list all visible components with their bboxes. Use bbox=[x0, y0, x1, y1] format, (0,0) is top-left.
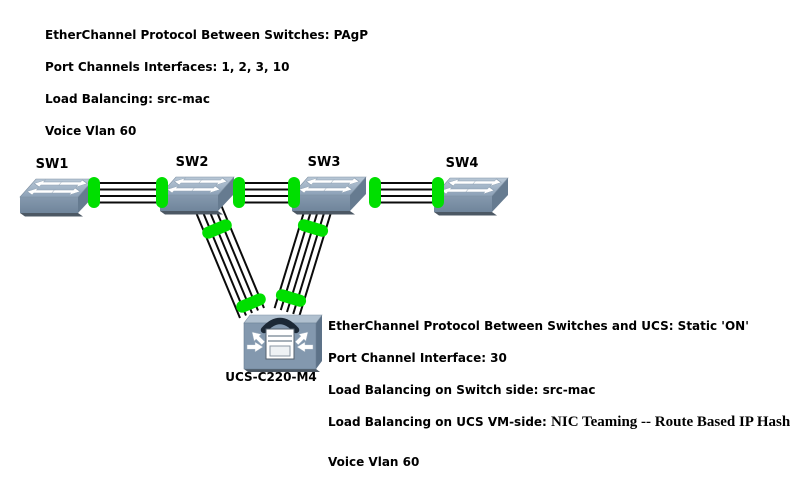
link-bundle-sw2-ucs bbox=[194, 199, 265, 319]
etherchannel-pill-icon bbox=[236, 293, 266, 313]
note-port-channel-interface: Port Channel Interface: 30 bbox=[328, 351, 507, 365]
note-etherchannel-protocol-switches: EtherChannel Protocol Between Switches: … bbox=[45, 28, 369, 42]
note-load-balancing-vm-side: Load Balancing on UCS VM-side: NIC Teami… bbox=[328, 406, 790, 438]
etherchannel-pill-icon bbox=[288, 177, 300, 208]
etherchannel-pill-icon bbox=[275, 289, 307, 307]
etherchannel-pill-icon bbox=[432, 177, 444, 208]
label-sw4: SW4 bbox=[445, 156, 479, 171]
note-load-balancing: Load Balancing: src-mac bbox=[45, 92, 210, 106]
handset-glyph bbox=[260, 317, 300, 334]
switch-icon-sw4 bbox=[433, 177, 509, 216]
top-notes: EtherChannel Protocol Between Switches: … bbox=[45, 19, 368, 147]
etherchannel-pill-icon bbox=[88, 177, 100, 208]
link-bundle-sw1-sw2 bbox=[90, 182, 166, 204]
note-vm-side-value: NIC Teaming -- Route Based IP Hash bbox=[551, 414, 791, 430]
etherchannel-pill-icon bbox=[369, 177, 381, 208]
etherchannel-pill-icon bbox=[156, 177, 168, 208]
note-voice-vlan-bottom: Voice Vlan 60 bbox=[328, 455, 420, 469]
etherchannel-pill-icon bbox=[233, 177, 245, 208]
link-bundle-sw3-sw4 bbox=[370, 182, 442, 204]
label-ucs-server: UCS-C220-M4 bbox=[225, 370, 317, 384]
server-icon-ucs bbox=[243, 314, 323, 372]
etherchannel-markers bbox=[88, 177, 444, 313]
bottom-notes: EtherChannel Protocol Between Switches a… bbox=[328, 310, 790, 478]
label-sw3: SW3 bbox=[307, 155, 341, 170]
note-vm-side-prefix: Load Balancing on UCS VM-side: bbox=[328, 415, 547, 429]
note-etherchannel-protocol-ucs: EtherChannel Protocol Between Switches a… bbox=[328, 319, 749, 333]
switch-icon-sw1 bbox=[19, 178, 95, 217]
note-port-channels-interfaces: Port Channels Interfaces: 1, 2, 3, 10 bbox=[45, 60, 290, 74]
label-sw2: SW2 bbox=[175, 155, 209, 170]
etherchannel-pill-icon bbox=[297, 219, 329, 237]
server-card-glyph bbox=[265, 328, 295, 360]
switch-icon-sw3 bbox=[291, 176, 367, 215]
etherchannel-pill-icon bbox=[202, 219, 232, 239]
note-voice-vlan: Voice Vlan 60 bbox=[45, 124, 137, 138]
label-sw1: SW1 bbox=[35, 157, 69, 172]
note-load-balancing-switch-side: Load Balancing on Switch side: src-mac bbox=[328, 383, 596, 397]
